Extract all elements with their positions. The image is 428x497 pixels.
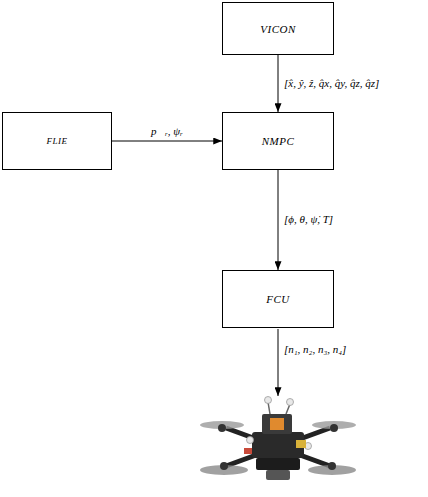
process-box: FCU <box>222 270 334 328</box>
drone-part <box>287 399 294 406</box>
drone-part <box>218 424 226 432</box>
process-box: NMPC <box>222 112 334 170</box>
drone-part <box>244 448 252 454</box>
signal-arrow <box>278 55 279 112</box>
signal-arrow <box>278 170 279 270</box>
drone-part <box>220 462 228 470</box>
drone-part <box>270 418 284 430</box>
box-label: FLIE <box>47 136 68 146</box>
box-label: NMPC <box>262 135 295 147</box>
drone-part <box>330 424 338 432</box>
box-label: FCU <box>266 293 290 305</box>
drone-part <box>256 458 300 470</box>
drone-part <box>266 470 290 480</box>
quadrotor <box>200 397 356 481</box>
drone-part <box>328 462 336 470</box>
signal-arrow <box>112 141 222 142</box>
process-box: VICON <box>222 2 334 55</box>
signal-label: p⃗ᵣ, ψᵣ <box>149 125 185 138</box>
drone-part <box>247 437 254 444</box>
box-label: VICON <box>260 23 296 35</box>
drone-part <box>296 440 306 448</box>
signal-label: [n₁, n₂, n₃, n₄] <box>282 343 348 356</box>
signal-label: [x̂, ŷ, ẑ, q̂x, q̂y, q̂z, q̂z] <box>282 77 381 90</box>
drone-part <box>262 414 292 434</box>
process-box: FLIE <box>2 112 112 170</box>
command-arrow <box>278 329 279 396</box>
signal-label: [ϕ, θ, ψ̇, T] <box>282 213 335 226</box>
drone-part <box>265 397 272 404</box>
